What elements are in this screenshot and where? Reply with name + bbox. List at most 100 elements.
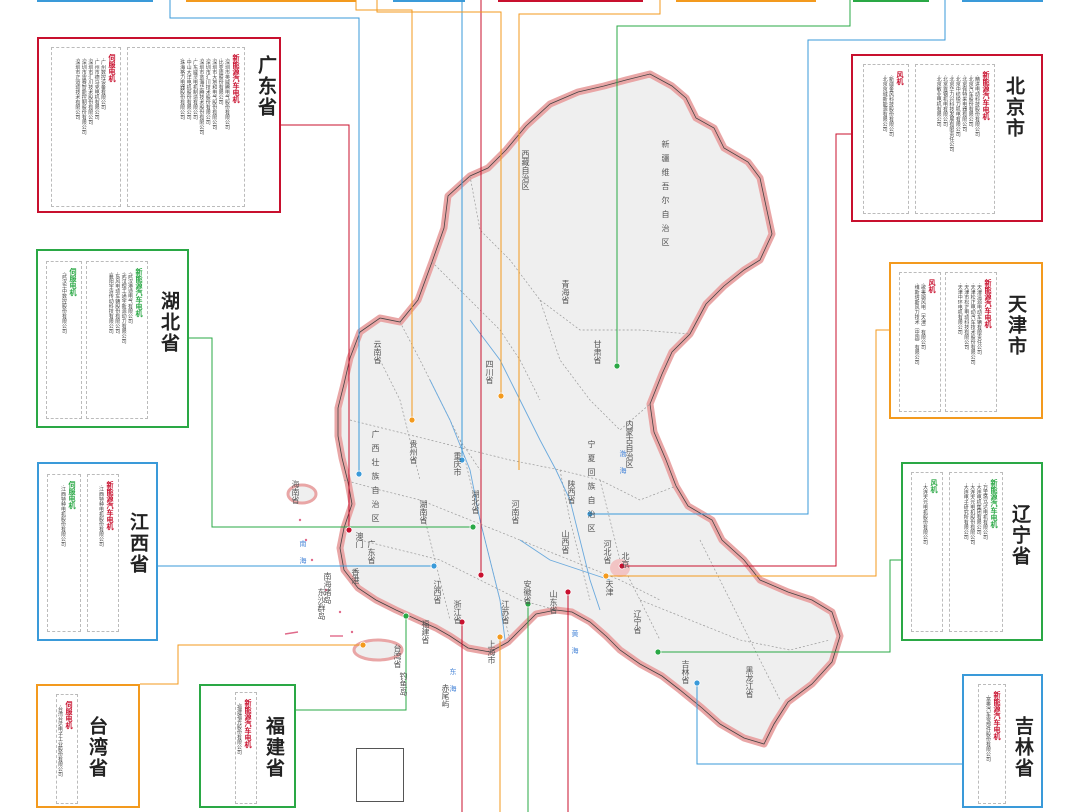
- map-label: 北京: [621, 552, 630, 568]
- company-name: ·北京华力兴科技发展有限责任公司: [948, 75, 955, 152]
- company-name: ·深圳市英威腾电气股份有限公司: [224, 58, 230, 130]
- company-list: ·武汉华中数控股份有限公司: [61, 272, 67, 334]
- connector-line: [296, 616, 407, 711]
- company-list: ·歌美飒风电（天津）有限公司·维斯塔斯风力技术（中国）有限公司: [913, 283, 926, 365]
- category-heading: 伺服电机: [69, 268, 77, 296]
- map-label: 四川省: [485, 360, 494, 384]
- company-list: ·大连天元电机股份有限公司: [922, 483, 928, 545]
- company-name: ·北京中纺锐力机电有限公司: [954, 75, 961, 137]
- category-heading: 风机: [896, 71, 904, 85]
- company-name: ·北京佩特来电器有限公司: [961, 75, 968, 132]
- province-title: 北京市: [1003, 76, 1025, 139]
- location-dots: [345, 362, 701, 687]
- company-name: ·天津清源电动车辆有限责任公司: [976, 283, 982, 355]
- company-name: ·武汉理工通宇新源动力有限公司: [120, 272, 127, 344]
- category-column: 新能源汽车电机·精进电动科技股份有限公司·北京汽车股份有限公司·北京佩特来电器有…: [915, 64, 995, 214]
- category-heading: 新能源汽车电机: [135, 268, 143, 317]
- map-label: 广西壮族自治区: [371, 430, 380, 528]
- top-card-1: [37, 0, 153, 2]
- company-name: ·深圳市正运动技术有限公司: [74, 58, 81, 120]
- company-name: ·北京汽车股份有限公司: [967, 75, 974, 127]
- category-heading: 伺服电机: [65, 701, 73, 729]
- company-list: ·广州数控设备有限公司·广州市德马克电机有限公司·深圳市汇川技术股份有限公司·深…: [74, 58, 106, 135]
- map-label: 河北省: [603, 540, 612, 564]
- company-name: ·广州市德马克电机有限公司: [93, 58, 100, 120]
- map-label: 浙江省: [453, 600, 462, 624]
- location-dot: [654, 648, 662, 656]
- category-column: 伺服电机·广州数控设备有限公司·广州市德马克电机有限公司·深圳市汇川技术股份有限…: [51, 47, 121, 207]
- top-card-4: [498, 0, 643, 2]
- company-name: ·深圳市汇川技术股份有限公司: [87, 58, 94, 125]
- location-dot: [345, 526, 353, 534]
- location-dot: [458, 456, 466, 464]
- map-label: 江西省: [433, 580, 442, 604]
- company-name: ·深圳市蓝海华腾技术股份有限公司: [198, 58, 205, 135]
- location-dot: [359, 641, 367, 649]
- top-card-6: [853, 0, 929, 2]
- category-heading: 新能源汽车电机: [232, 54, 240, 103]
- location-dot: [564, 588, 572, 596]
- company-name: ·歌美飒风电（天津）有限公司: [920, 283, 926, 350]
- category-heading: 伺服电机: [108, 54, 116, 82]
- location-dot: [402, 612, 410, 620]
- company-list: ·武汉港迪电气有限公司·武汉理工通宇新源动力有限公司·东风电动车辆股份有限公司·…: [107, 272, 133, 344]
- map-label: 赤尾屿: [441, 684, 450, 708]
- connector-lines: [140, 0, 962, 812]
- connector-line: [281, 124, 350, 530]
- connector-line: [658, 559, 901, 653]
- province-title: 辽宁省: [1009, 504, 1031, 567]
- china-outline: [334, 70, 844, 748]
- top-card-3: [393, 0, 465, 2]
- location-dot: [586, 510, 594, 518]
- map-label: 上海市: [487, 640, 496, 664]
- province-title: 福建省: [263, 716, 285, 779]
- company-name: ·天津中环电机有限公司: [956, 283, 963, 335]
- sea-label: 黄海: [571, 630, 579, 664]
- province-card-tianjin: 天津市 新能源汽车电机·天津清源电动车辆有限责任公司·天津松正电动汽车技术股份有…: [889, 262, 1043, 419]
- location-dot: [430, 562, 438, 570]
- province-title: 江西省: [127, 512, 149, 575]
- map-label: 台湾省: [393, 644, 402, 668]
- company-name: ·江西特种电机股份有限公司: [98, 485, 104, 547]
- company-list: ·深圳市英威腾电气股份有限公司·比亚迪股份有限公司·深圳市大地和电气股份有限公司…: [179, 58, 230, 135]
- category-heading: 新能源汽车电机: [982, 71, 990, 120]
- category-column: 风机·歌美飒风电（天津）有限公司·维斯塔斯风力技术（中国）有限公司: [899, 272, 941, 412]
- connector-line: [696, 683, 962, 765]
- province-card-liaoning: 辽宁省 新能源汽车电机·万里扬马达电机有限公司·大连电机集团有限公司·大连天元电…: [901, 462, 1043, 641]
- map-label: 重庆市: [453, 452, 462, 476]
- connector-line: [376, 0, 502, 396]
- map-label: 东沙群岛: [317, 588, 326, 620]
- company-list: ·江西特种电机股份有限公司: [98, 485, 104, 547]
- category-heading: 新能源汽车电机: [993, 691, 1001, 740]
- company-name: ·江西特种电机股份有限公司: [60, 485, 66, 547]
- category-column: 新能源汽车电机·深圳市英威腾电气股份有限公司·比亚迪股份有限公司·深圳市大地和电…: [127, 47, 245, 207]
- category-column: 风机·大连天元电机股份有限公司: [911, 472, 943, 632]
- province-title: 湖北省: [158, 291, 180, 354]
- province-card-jilin: 吉林省 新能源汽车电机·富奥汽车零部件股份有限公司: [962, 674, 1043, 808]
- company-name: ·天津市松正电动科技有限公司: [963, 283, 970, 350]
- dash-line: [284, 631, 343, 637]
- map-label: 青海省: [561, 280, 570, 304]
- company-list: ·江西特种电机股份有限公司: [60, 485, 66, 547]
- location-dot: [469, 523, 477, 531]
- sea-label: 东海: [449, 668, 457, 702]
- map-label: 山东省: [549, 590, 558, 614]
- company-name: ·维斯塔斯风力技术（中国）有限公司: [913, 283, 920, 365]
- company-list: ·富奥汽车零部件股份有限公司: [985, 695, 991, 762]
- company-name: ·新疆金风科技股份有限公司: [888, 75, 894, 137]
- south-sea-islands: [298, 518, 354, 634]
- company-list: ·万里扬马达电机有限公司·大连电机集团有限公司·大连天元电机股份有限公司·大连电…: [962, 483, 988, 545]
- location-dot: [355, 470, 363, 478]
- location-dot: [602, 572, 610, 580]
- location-dot: [458, 618, 466, 626]
- company-name: ·大连天元电机股份有限公司: [969, 483, 976, 545]
- connector-line: [606, 329, 889, 577]
- company-name: ·富奥汽车零部件股份有限公司: [985, 695, 991, 762]
- company-name: ·大连电机集团有限公司: [975, 483, 982, 535]
- company-name: ·北京首钢机电有限公司: [941, 75, 948, 127]
- province-card-taiwan: 台湾省 伺服电机·台湾台达电子工业股份有限公司: [36, 684, 140, 808]
- hainan-island: [286, 483, 318, 505]
- connector-line: [355, 0, 413, 420]
- category-column: 新能源汽车电机·福建福光股份有限公司·福建万润新能源科技有限公司·厦门市福工动力…: [235, 692, 257, 804]
- map-label: 宁夏回族自治区: [587, 440, 596, 538]
